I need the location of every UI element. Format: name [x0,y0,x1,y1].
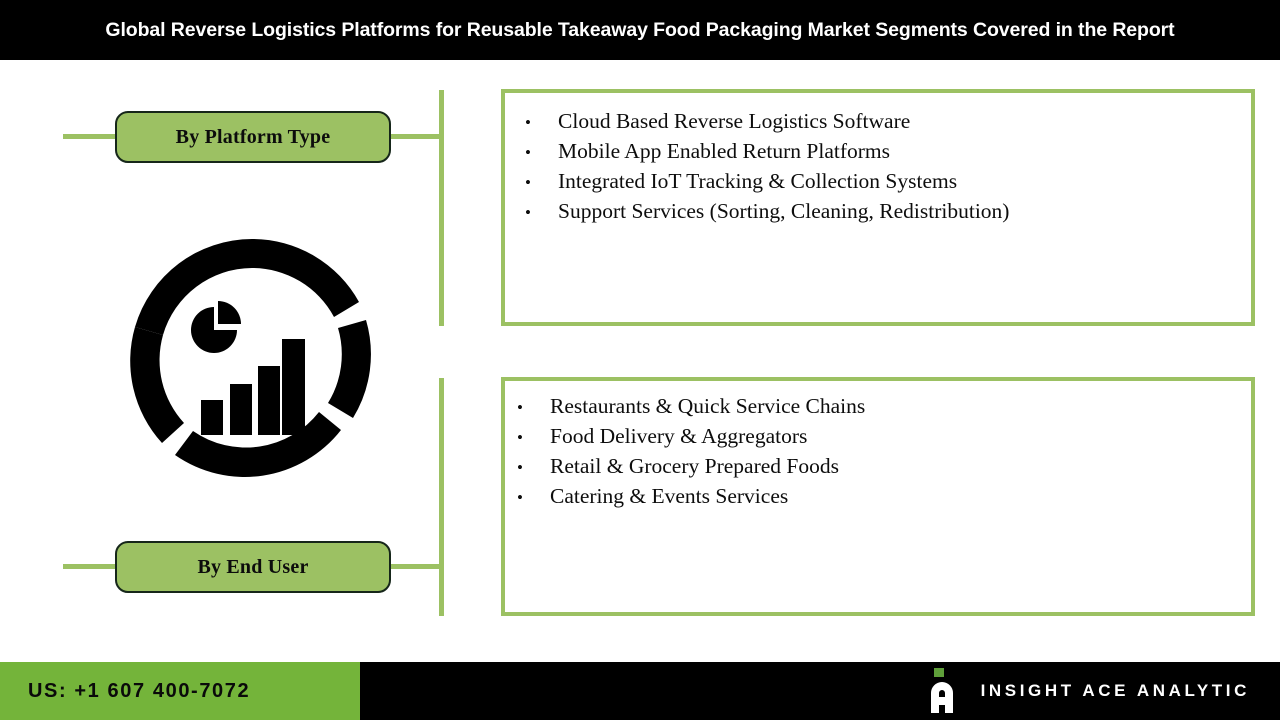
connector-horizontal-enduser [388,564,444,569]
segment-label-text: By End User [197,555,309,578]
segment-label-platform-type[interactable]: By Platform Type [115,111,391,163]
list-item: • Mobile App Enabled Return Platforms [525,137,1251,167]
connector-stub-left-enduser [63,564,119,569]
bullet-icon: • [517,398,523,417]
connector-vertical-platform [439,90,444,326]
bullet-list: • Cloud Based Reverse Logistics Software… [505,93,1251,227]
list-item: • Food Delivery & Aggregators [517,422,1251,452]
segment-label-end-user[interactable]: By End User [115,541,391,593]
footer-phone-panel: US: +1 607 400-7072 [0,662,360,720]
list-item: • Integrated IoT Tracking & Collection S… [525,167,1251,197]
list-item: • Retail & Grocery Prepared Foods [517,452,1251,482]
bullet-icon: • [517,458,523,477]
bullet-icon: • [517,428,523,447]
segment-content-platform-type: • Cloud Based Reverse Logistics Software… [501,89,1255,326]
bullet-icon: • [517,488,523,507]
list-item-label: Mobile App Enabled Return Platforms [558,139,891,163]
bullet-list: • Restaurants & Quick Service Chains • F… [505,381,1251,512]
brand-lockup: INSIGHT ACE ANALYTIC [921,662,1250,720]
page-title: Global Reverse Logistics Platforms for R… [105,18,1175,41]
segment-label-text: By Platform Type [175,125,331,148]
connector-vertical-enduser [439,378,444,616]
list-item-label: Restaurants & Quick Service Chains [550,394,866,418]
header-bar: Global Reverse Logistics Platforms for R… [0,0,1280,60]
list-item: • Restaurants & Quick Service Chains [517,392,1251,422]
contact-phone[interactable]: US: +1 607 400-7072 [28,679,251,702]
connector-stub-left-platform [63,134,119,139]
list-item-label: Support Services (Sorting, Cleaning, Red… [558,199,1010,223]
list-item-label: Catering & Events Services [550,484,789,508]
list-item-label: Integrated IoT Tracking & Collection Sys… [558,169,958,193]
list-item-label: Cloud Based Reverse Logistics Software [558,109,911,133]
segment-content-end-user: • Restaurants & Quick Service Chains • F… [501,377,1255,616]
list-item: • Support Services (Sorting, Cleaning, R… [525,197,1251,227]
list-item-label: Retail & Grocery Prepared Foods [550,454,839,478]
bullet-icon: • [525,173,531,192]
analytics-chart-icon [113,232,391,490]
list-item-label: Food Delivery & Aggregators [550,424,808,448]
list-item: • Cloud Based Reverse Logistics Software [525,107,1251,137]
insight-ace-analytic-logo-icon [921,667,963,715]
bullet-icon: • [525,203,531,222]
footer-bar: US: +1 607 400-7072 INSIGHT ACE ANALYTIC [0,662,1280,720]
bullet-icon: • [525,113,531,132]
connector-horizontal-platform [388,134,444,139]
bullet-icon: • [525,143,531,162]
brand-name-label: INSIGHT ACE ANALYTIC [980,681,1250,700]
list-item: • Catering & Events Services [517,482,1251,512]
